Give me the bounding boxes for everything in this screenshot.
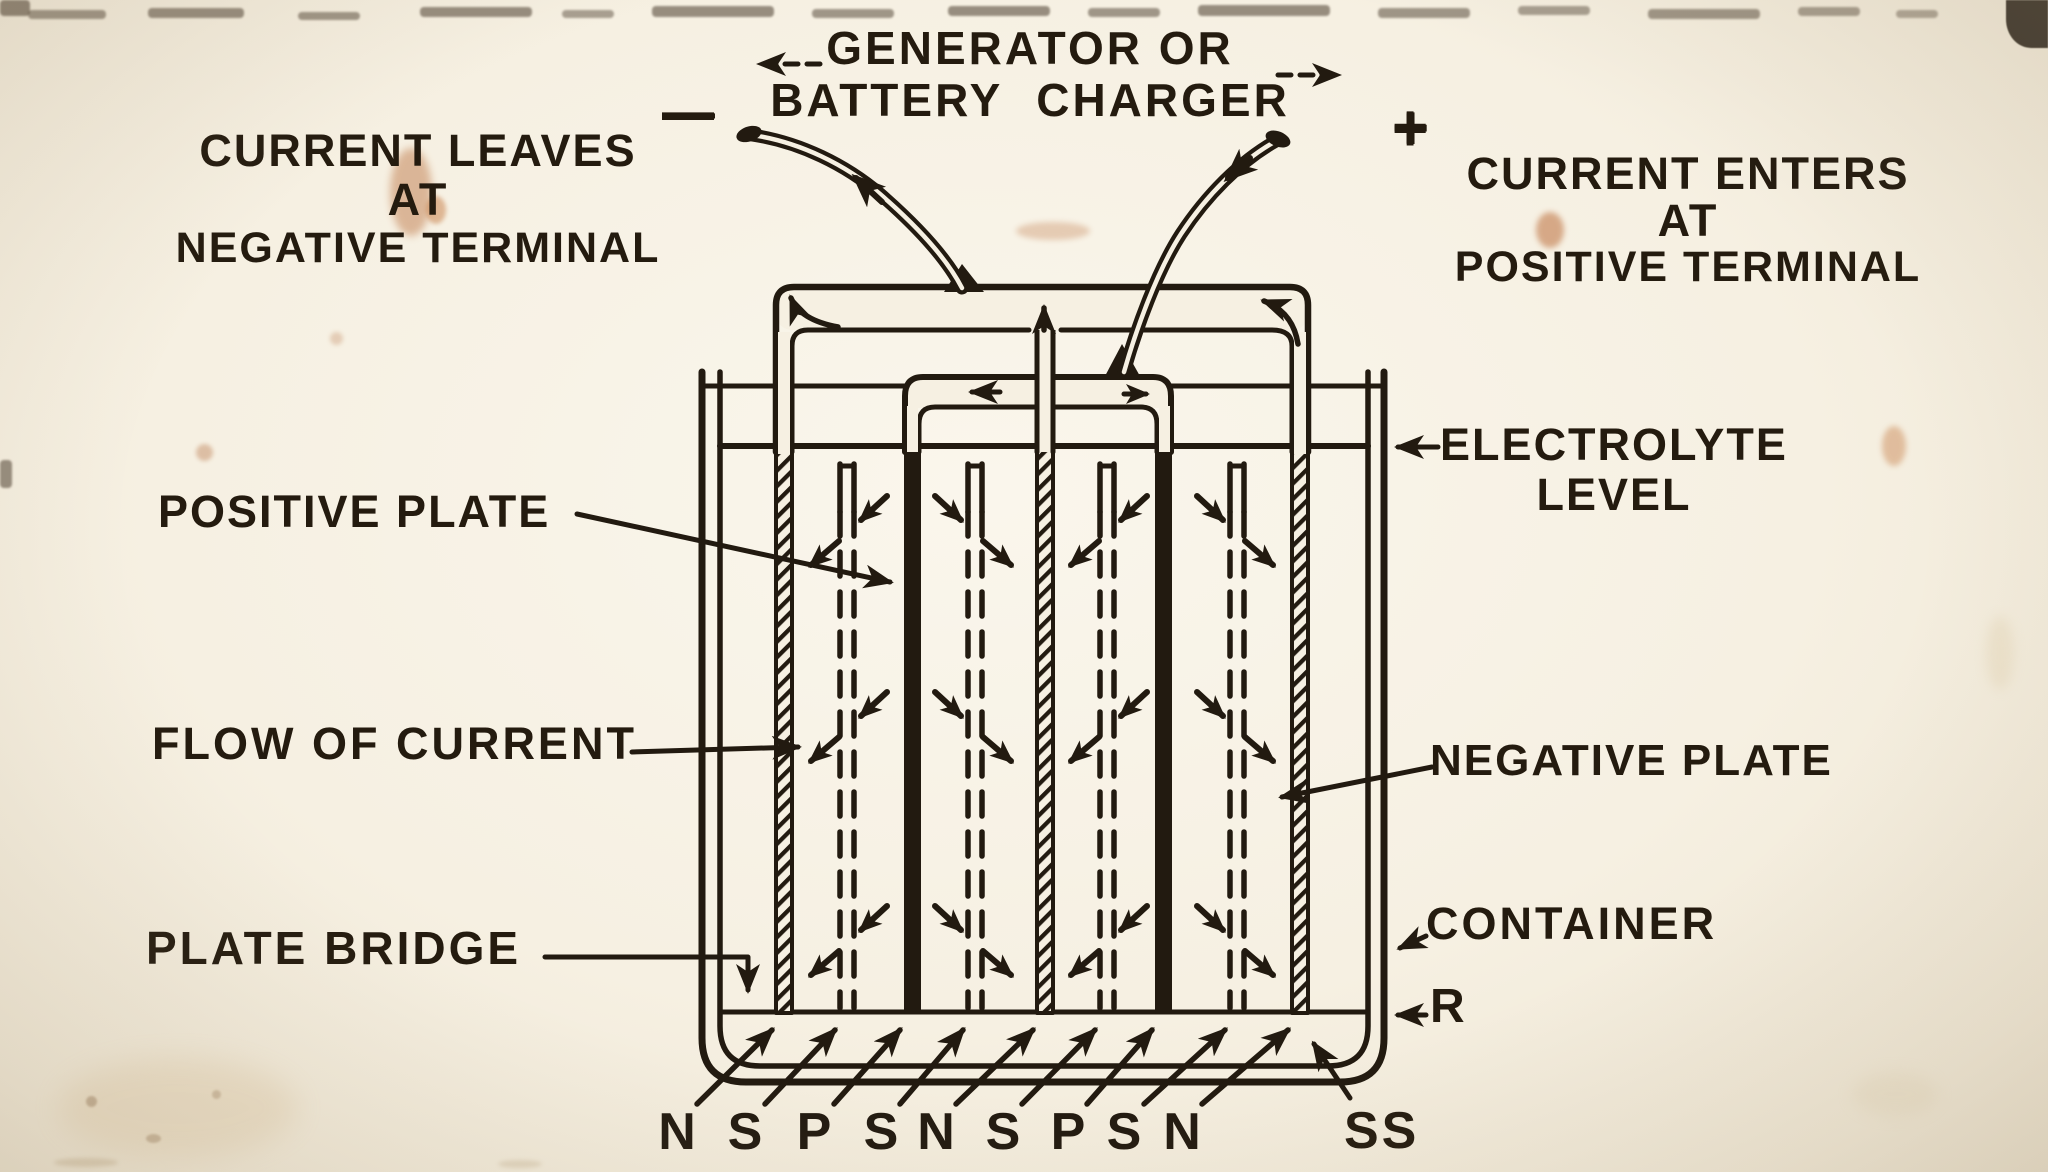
positive-plate-leader — [574, 511, 894, 589]
plate-letter: S — [985, 1103, 1021, 1161]
plate-letter: S — [727, 1103, 763, 1161]
flow-of-current-callout: FLOW OF CURRENT — [152, 718, 637, 769]
charger-title-line2: BATTERY CHARGER — [770, 74, 1290, 126]
current-leaving-arrow — [851, 173, 887, 208]
positive-plate-2 — [1155, 448, 1172, 1014]
plate-letter: P — [1050, 1103, 1086, 1161]
charger-title-line1: GENERATOR OR — [826, 22, 1234, 74]
plate-letter: S — [1106, 1103, 1142, 1161]
middle-negative-conductor — [1034, 327, 1056, 455]
positive-plate-callout: POSITIVE PLATE — [158, 486, 551, 537]
separator-3 — [1097, 461, 1117, 1011]
negative-cable-end — [736, 125, 762, 143]
plate-bridge-callout: PLATE BRIDGE — [146, 922, 522, 974]
separators — [837, 461, 1247, 1011]
charger-title: GENERATOR OR BATTERY CHARGER — [770, 22, 1290, 126]
strap-flow-arrow-left-corner — [788, 294, 841, 330]
plate-letter: N — [917, 1103, 955, 1161]
plate-letter-arrows — [694, 1026, 1292, 1107]
electrolyte-level-callout: ELECTROLYTE LEVEL — [1440, 419, 1788, 520]
container-callout: CONTAINER — [1426, 898, 1718, 949]
sediment-space-leader — [1311, 1040, 1353, 1101]
separator-1 — [837, 461, 857, 1011]
positive-plate-1 — [904, 448, 921, 1014]
charger-cables — [736, 125, 1291, 379]
current-enters-callout: CURRENT ENTERS AT POSITIVE TERMINAL — [1454, 148, 1922, 291]
plate-letter: S — [863, 1103, 899, 1161]
charger-direction-arrows — [756, 52, 1342, 87]
separator-4 — [1227, 461, 1247, 1011]
separator-2 — [965, 461, 985, 1011]
negative-plate-1 — [774, 445, 794, 1015]
plate-letter: N — [658, 1103, 696, 1161]
plate-bridge-leader — [542, 954, 760, 994]
positive-terminal-symbol: + — [1392, 94, 1431, 163]
callout-leaders — [542, 435, 1441, 1101]
current-entering-arrow — [1223, 148, 1259, 183]
container-leader — [1396, 926, 1429, 951]
plate-letter: P — [796, 1103, 832, 1161]
strap-flow-arrow-right-corner — [1260, 298, 1301, 347]
negative-plate-leader — [1278, 764, 1435, 804]
negative-plate-callout: NEGATIVE PLATE — [1430, 736, 1833, 785]
sediment-space-callout: SS — [1344, 1102, 1420, 1160]
container-inner-wall — [717, 369, 1371, 1069]
negative-terminal-symbol: — — [662, 84, 716, 142]
positive-cable — [1117, 134, 1283, 379]
positive-cable-end — [1265, 130, 1291, 148]
current-leaves-callout: CURRENT LEAVES AT NEGATIVE TERMINAL — [175, 125, 661, 272]
rib-callout: R — [1430, 980, 1467, 1033]
flow-of-current-leader — [629, 735, 802, 760]
plate-letter: N — [1163, 1103, 1201, 1161]
electrolyte-flow-arrows — [807, 493, 1277, 978]
negative-strap — [772, 283, 1312, 456]
negative-plate-2 — [1035, 445, 1055, 1015]
negative-plate-3 — [1290, 445, 1310, 1015]
negative-cable — [745, 128, 969, 295]
